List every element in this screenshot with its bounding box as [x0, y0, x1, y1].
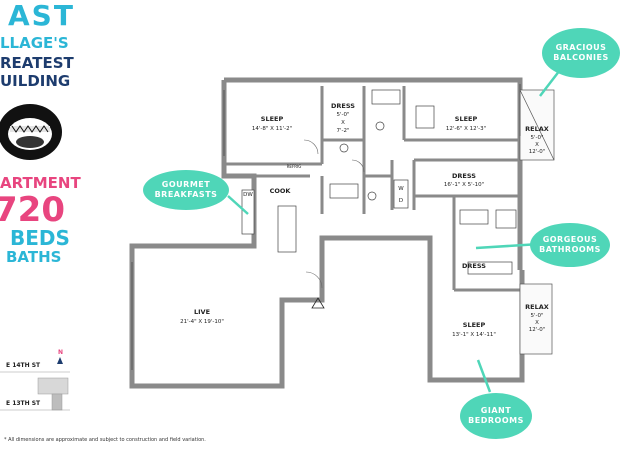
room-dress-1-dim3: 7'-2" [336, 128, 349, 134]
room-relax-2-dim2: X [535, 320, 539, 326]
brand-line-8: BATHS [6, 248, 62, 266]
north-label: N [58, 349, 63, 356]
room-relax-2-dim3: 12'-0" [529, 327, 546, 333]
footnote: * All dimensions are approximate and sub… [4, 437, 206, 443]
appliance-washer: W [398, 186, 404, 192]
room-dress-3-name: DRESS [462, 262, 486, 270]
room-sleep-2-dim: 12'-6" X 12'-3" [446, 126, 486, 132]
brand-line-6: 720 [0, 190, 65, 230]
room-relax-2-dim1: 5'-0" [530, 313, 543, 319]
room-live-name: LIVE [194, 308, 210, 316]
room-sleep-2-name: SLEEP [455, 115, 478, 123]
brand-line-7: BEDS [10, 226, 70, 250]
street-13th: E 13TH ST [6, 400, 41, 407]
branding-panel: AST LLAGE'S REATEST UILDING ARTMENT 720 … [0, 0, 81, 460]
room-sleep-3-dim: 13'-1" X 14'-11" [452, 332, 496, 338]
room-relax-2-name: RELAX [525, 303, 549, 311]
callout-bedrooms: GIANT BEDROOMS [460, 393, 532, 439]
north-arrow-icon [57, 357, 63, 364]
brand-line-3: REATEST [0, 54, 74, 72]
room-live-dim: 21'-4" X 19'-10" [180, 319, 224, 325]
appliance-dryer: D [399, 198, 403, 204]
brand-line-1: AST [8, 0, 75, 32]
room-relax-1-name: RELAX [525, 125, 549, 133]
room-sleep-3-name: SLEEP [463, 321, 486, 329]
appliance-dw: DW [243, 192, 253, 198]
brand-line-4: UILDING [0, 72, 71, 90]
mouth-illustration [0, 104, 62, 160]
room-sleep-1-name: SLEEP [261, 115, 284, 123]
room-dress-1-name: DRESS [331, 102, 355, 110]
brand-line-2: LLAGE'S [0, 34, 69, 52]
room-dress-1-dim1: 5'-0" [336, 112, 349, 118]
callout-bathrooms: GORGEOUS BATHROOMS [530, 223, 610, 267]
room-dress-2-dim: 16'-1" X 5'-10" [444, 182, 484, 188]
location-map: E 14TH ST E 13TH ST N [0, 349, 70, 411]
room-cook-name: COOK [270, 187, 292, 195]
appliance-fridge: REFRIG [287, 164, 302, 169]
callout-breakfasts: GOURMET BREAKFASTS [143, 170, 229, 210]
room-relax-1-dim3: 12'-0" [529, 149, 546, 155]
entry-marker [311, 297, 325, 309]
room-sleep-1-dim: 14'-8" X 11'-2" [252, 126, 292, 132]
street-14th: E 14TH ST [6, 362, 41, 369]
room-relax-1-dim1: 5'-0" [530, 135, 543, 141]
callout-balconies: GRACIOUS BALCONIES [542, 28, 620, 78]
room-relax-1-dim2: X [535, 142, 539, 148]
room-dress-2-name: DRESS [452, 172, 476, 180]
brand-line-5: ARTMENT [0, 174, 81, 192]
room-dress-1-dim2: X [341, 120, 345, 126]
